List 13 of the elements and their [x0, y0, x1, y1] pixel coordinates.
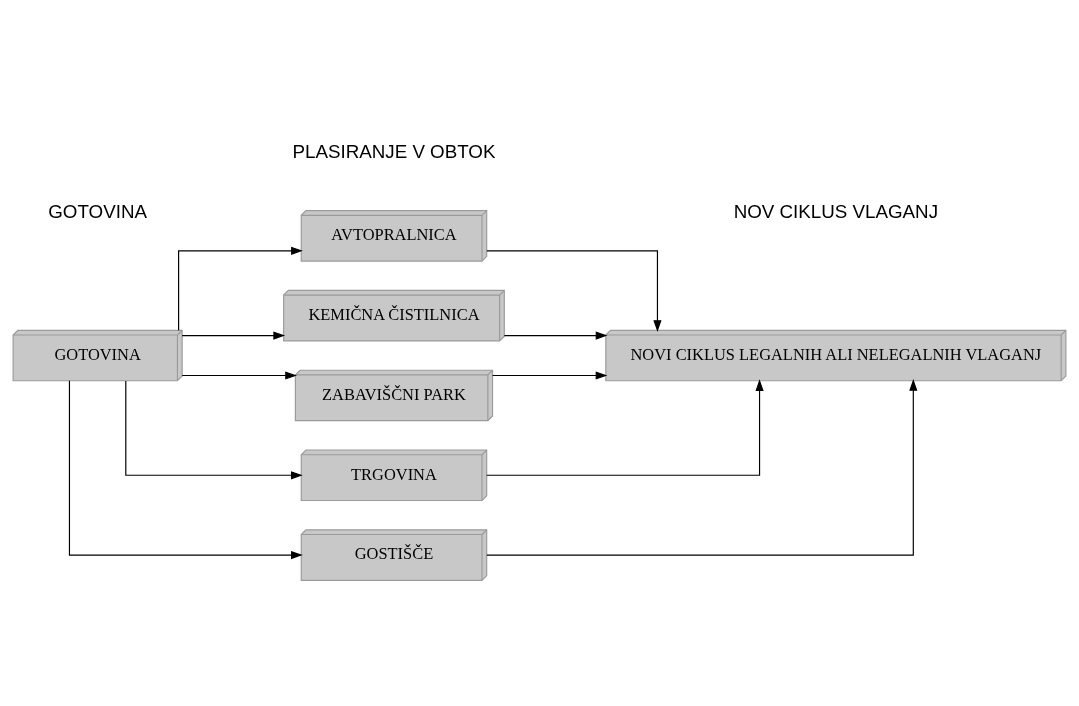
arrow: [503, 331, 608, 340]
label: NOV CIKLUS VLAGANJ: [733, 200, 939, 222]
arrow: [178, 246, 303, 331]
arrow: [486, 378, 764, 476]
arrow: [486, 249, 662, 332]
arrow: [181, 331, 286, 340]
arrow: [486, 378, 918, 556]
arrow: [125, 379, 303, 479]
arrow: [181, 370, 297, 380]
label: GOTOVINA: [48, 200, 147, 222]
arrow: [68, 379, 303, 559]
label: PLASIRANJE V OBTOK: [292, 140, 496, 162]
arrow: [492, 370, 608, 380]
